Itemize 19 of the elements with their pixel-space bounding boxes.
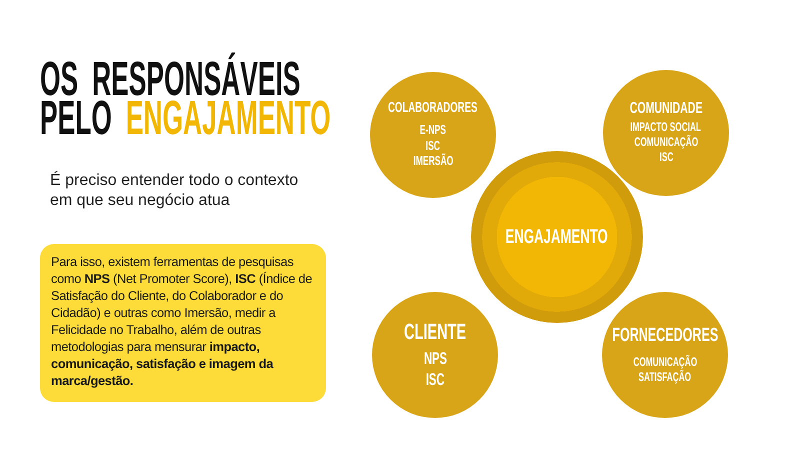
circle-item: IMPACTO SOCIAL [630, 120, 702, 135]
circle-item: NPS [423, 348, 447, 369]
circle-item: IMERSÃO [412, 153, 454, 169]
circle-item: ISC [426, 368, 444, 390]
circle-item: COMUNICAÇÃO [634, 134, 698, 150]
circle-item: E-NPS [420, 122, 446, 138]
title: OS RESPONSÁVEIS PELO ENGAJAMENTO [40, 52, 332, 138]
circle-heading: COLABORADORES [388, 101, 478, 116]
circle-heading: CLIENTE [404, 320, 466, 344]
center-label: ENGAJAMENTO [506, 226, 608, 248]
subtitle: É preciso entender todo o contexto em que seu negócio atua [50, 171, 300, 211]
circle-heading: COMUNIDADE [630, 101, 702, 118]
text-panel [40, 244, 326, 402]
circle-item: SATISFAÇÃO [638, 370, 692, 384]
circle-heading: FORNECEDORES [612, 326, 718, 346]
panel-text: Para isso, existem ferramentas de pesquisas como NPS (Net Promoter Score), ISC (Índice de Satisfação do Cliente, do Colaborador e do Cidadão) e outras como Imersão, medir a Felicidade no Trabalho, além de outras metodologias para mensurar impacto, comunicação, satisfação e imagem da marca/gestão. [51, 253, 314, 389]
circle-item: ISC [426, 138, 440, 153]
circle-item: COMUNICAÇÃO [633, 355, 697, 370]
circle-item: ISC [659, 150, 673, 165]
